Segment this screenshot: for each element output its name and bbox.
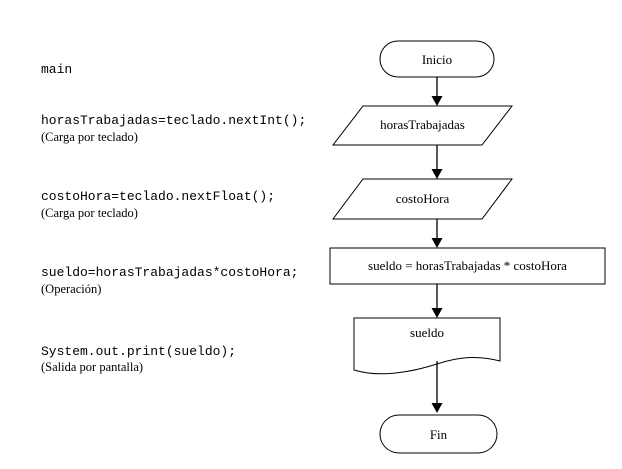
terminator-end-shape <box>379 414 498 454</box>
process-sueldo-shape <box>329 247 606 285</box>
code-line-costo-hora: costoHora=teclado.nextFloat(); <box>41 189 276 204</box>
flow-arrow-2-head <box>431 169 443 179</box>
code-line-main: main <box>41 62 73 77</box>
note-carga-teclado-1: (Carga por teclado) <box>41 130 138 144</box>
note-carga-teclado-2: (Carga por teclado) <box>41 206 138 220</box>
input-horas-trabajadas-shape <box>331 105 514 146</box>
code-line-sueldo: sueldo=horasTrabajadas*costoHora; <box>41 265 299 280</box>
input-horas-trabajadas-label: horasTrabajadas <box>380 117 465 132</box>
flow-arrow-5-head <box>431 403 443 413</box>
output-sueldo-label: sueldo <box>410 325 444 340</box>
note-operacion: (Operación) <box>41 282 102 296</box>
flow-arrow-3-head <box>431 238 443 248</box>
code-line-horas-trabajadas: horasTrabajadas=teclado.nextInt(); <box>41 113 307 128</box>
process-sueldo-label: sueldo = horasTrabajadas * costoHora <box>368 258 567 273</box>
note-salida-pantalla: (Salida por pantalla) <box>41 360 144 374</box>
terminator-start-label: Inicio <box>421 52 453 67</box>
input-costo-hora-shape <box>332 178 513 220</box>
input-costo-hora-label: costoHora <box>395 191 450 206</box>
flow-arrow-4-head <box>431 308 443 318</box>
terminator-end-label: Fin <box>429 427 448 442</box>
code-line-print: System.out.print(sueldo); <box>41 344 237 359</box>
flow-arrow-1-head <box>431 96 443 106</box>
